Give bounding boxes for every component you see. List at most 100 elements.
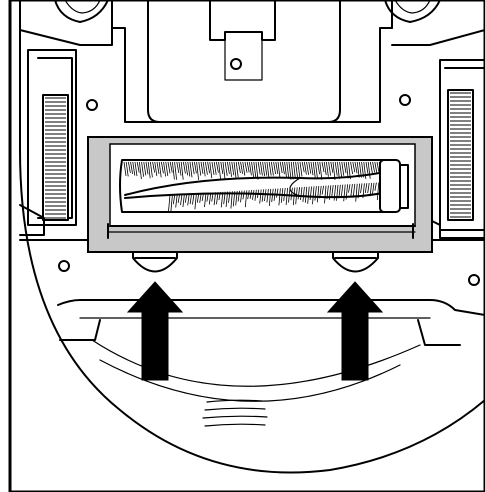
bristle (150, 161, 153, 178)
bristle (260, 161, 263, 176)
bristle (376, 182, 380, 201)
bristle (273, 161, 276, 175)
bristle (158, 161, 162, 178)
bristle (205, 161, 208, 175)
bristle (364, 183, 368, 193)
bristle (209, 161, 213, 179)
bristle (271, 161, 274, 176)
bristle (304, 161, 307, 175)
bristle (177, 194, 180, 204)
bristle (348, 184, 351, 193)
bristle (337, 161, 340, 180)
release-tab-left[interactable] (132, 251, 178, 273)
right-wheel-tread-lines (450, 92, 471, 218)
bristle (278, 188, 281, 206)
bristle (259, 189, 262, 204)
bristle (161, 161, 164, 174)
bristle (220, 161, 224, 174)
bristle (319, 161, 323, 180)
bristle (299, 161, 303, 177)
bristle (184, 193, 188, 203)
bristle (254, 189, 257, 201)
bristle (290, 187, 293, 201)
bristle (340, 184, 344, 198)
bristle (282, 161, 285, 175)
bristle (262, 161, 265, 177)
bristle (312, 161, 316, 178)
bristle (175, 194, 178, 208)
bristle (339, 161, 342, 177)
bristle (143, 161, 147, 176)
bristle (367, 182, 370, 194)
bristle (370, 161, 373, 174)
bristle (194, 193, 197, 210)
bristle (189, 193, 192, 205)
bristle (301, 161, 305, 173)
bristle (187, 161, 191, 177)
bristle (192, 193, 195, 205)
bristle (343, 161, 347, 174)
brush-bristles (123, 161, 382, 212)
bristle (249, 161, 252, 176)
release-tab-right[interactable] (332, 251, 379, 273)
left-wheel-top (54, 0, 109, 23)
bristle (290, 161, 294, 180)
bristle (132, 161, 136, 176)
bristle (235, 161, 239, 178)
bristle (324, 185, 327, 204)
bristle (355, 183, 358, 202)
bristle (316, 186, 320, 203)
bristle (167, 161, 171, 174)
bristle (297, 187, 300, 200)
screw-hole (399, 94, 411, 106)
bristle (178, 161, 182, 176)
bristle (196, 161, 199, 180)
bristle (182, 194, 185, 208)
bristle (242, 161, 246, 176)
bristle (293, 161, 296, 179)
bristle (163, 161, 166, 177)
bristle (372, 161, 375, 173)
bristle (321, 161, 325, 173)
bristle (172, 194, 176, 205)
left-drive-wheel (19, 49, 77, 236)
bristle (345, 161, 349, 179)
bristle (310, 161, 314, 176)
bristle (276, 188, 279, 198)
bristle (323, 161, 327, 175)
bristle (168, 194, 171, 212)
bristle (264, 189, 267, 202)
bristle (307, 186, 310, 204)
bristle (139, 161, 142, 180)
bristle (198, 161, 202, 176)
bristle (134, 161, 138, 177)
bristle (246, 161, 250, 173)
bristle (183, 161, 186, 174)
chassis-upper (19, 0, 485, 286)
right-wheel-tread (447, 89, 474, 221)
bristle (218, 161, 221, 180)
bristle (224, 161, 228, 176)
bristle (180, 194, 183, 206)
bristle (147, 161, 151, 179)
bristle (264, 161, 268, 176)
bristle (352, 183, 356, 197)
bristle (207, 161, 210, 174)
bristle (268, 161, 272, 176)
screw-hole (86, 99, 98, 111)
bristle (352, 161, 356, 173)
bristle (257, 161, 261, 175)
bristle (321, 185, 324, 195)
bristle (180, 161, 184, 180)
bristle (286, 161, 290, 179)
bristle (326, 161, 329, 177)
bristle (315, 161, 318, 178)
bristle (174, 161, 177, 180)
bristle (306, 161, 309, 175)
bristle (176, 161, 180, 174)
bristle (350, 184, 353, 196)
bristle (354, 161, 358, 174)
bristle (222, 161, 226, 180)
bristle (242, 190, 245, 200)
